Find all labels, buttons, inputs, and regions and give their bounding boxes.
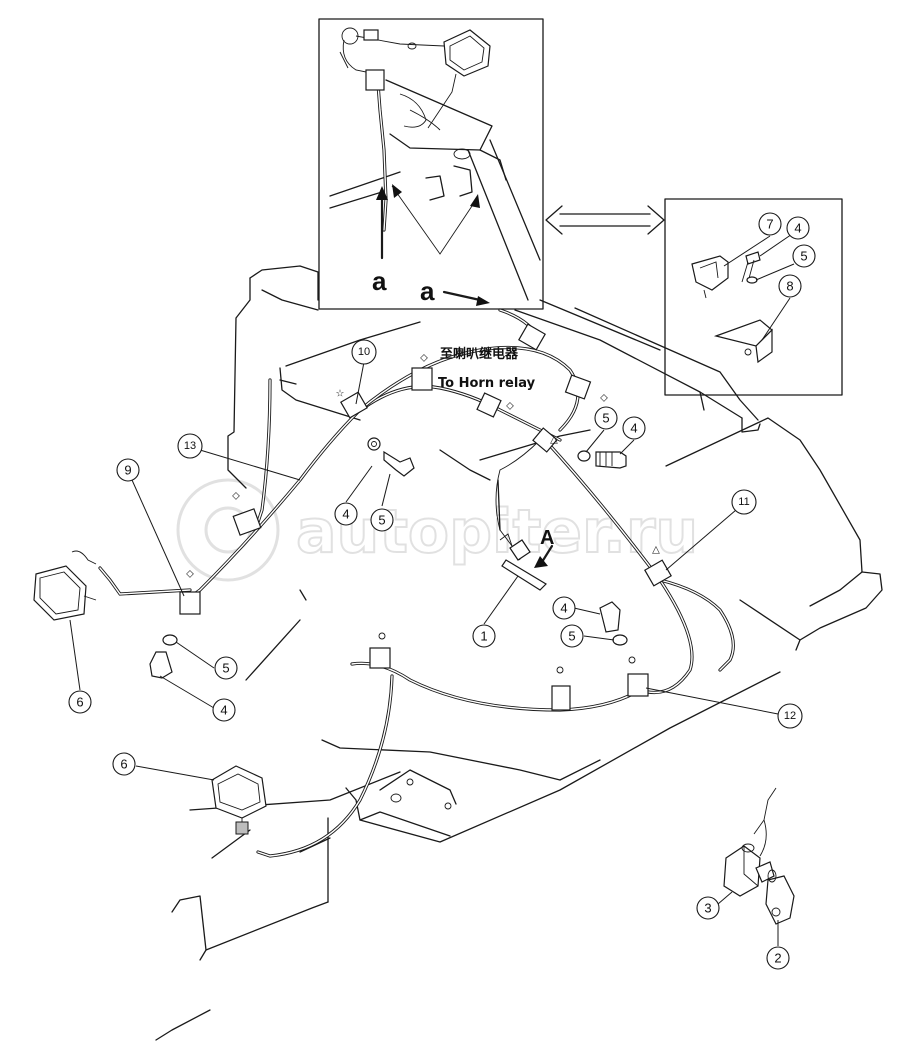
callout-5: 5 <box>370 508 394 532</box>
relay-assembly <box>723 787 795 925</box>
svg-text:2: 2 <box>774 951 781 966</box>
callout-9: 9 <box>116 458 140 482</box>
callout-4: 4 <box>622 416 646 440</box>
callout-1: 1 <box>472 624 496 648</box>
callout-10: 10 <box>351 339 377 365</box>
watermark: autopiter.ru <box>176 478 699 582</box>
svg-text:5: 5 <box>378 513 385 528</box>
clamp-12-left <box>369 647 391 669</box>
harness-symbols: ◇ ◇ ◇ ◇ ◇ △ △ ☆ <box>186 353 660 580</box>
svg-text:9: 9 <box>124 463 131 478</box>
machine-body <box>155 265 883 1041</box>
inset-frame-detail <box>664 198 843 396</box>
diamond-symbol: ◇ <box>186 569 194 580</box>
horn-relay-note-en: To Horn relay <box>438 376 536 391</box>
callout-5: 5 <box>594 406 618 430</box>
svg-text:3: 3 <box>704 901 711 916</box>
svg-text:4: 4 <box>560 601 567 616</box>
connector-top-4 <box>564 374 592 400</box>
svg-text:4: 4 <box>220 703 227 718</box>
connector-top-1 <box>411 367 433 391</box>
svg-text:8: 8 <box>786 279 793 294</box>
clamp-11 <box>644 559 672 587</box>
callouts: 1 2 3 4 4 4 4 4 5 5 5 5 5 6 6 7 8 9 10 1… <box>68 212 816 970</box>
svg-text:6: 6 <box>76 695 83 710</box>
connector-top-5 <box>532 427 558 453</box>
diamond-symbol: ◇ <box>506 401 514 412</box>
callout-8: 8 <box>778 274 802 298</box>
callout-5: 5 <box>214 656 238 680</box>
work-lamp-left <box>33 550 97 621</box>
bolts-washers <box>149 437 628 679</box>
view-A-label: A <box>540 527 554 549</box>
harness-clamps <box>179 323 672 711</box>
svg-text:5: 5 <box>568 629 575 644</box>
svg-text:12: 12 <box>784 710 796 722</box>
callout-5: 5 <box>560 624 584 648</box>
clamp-10 <box>340 391 368 419</box>
diamond-symbol: ◇ <box>600 393 608 404</box>
callout-2: 2 <box>766 946 790 970</box>
triangle-symbol: △ <box>550 435 558 446</box>
diamond-symbol: ◇ <box>232 491 240 502</box>
svg-text:11: 11 <box>738 496 749 508</box>
star-symbol: ☆ <box>336 389 345 400</box>
clamp-9-upper <box>232 508 262 536</box>
view-a-main-marker: a <box>420 276 490 306</box>
svg-text:10: 10 <box>358 346 370 358</box>
inset-view-a: a <box>318 18 544 310</box>
wiring-harness <box>98 308 735 858</box>
clamp-12-mid <box>551 685 571 711</box>
clamp-12-right <box>627 673 649 697</box>
callout-5: 5 <box>792 244 816 268</box>
callout-6: 6 <box>112 752 136 776</box>
callout-7: 7 <box>758 212 782 236</box>
callout-4: 4 <box>786 216 810 240</box>
watermark-text: autopiter.ru <box>296 497 698 567</box>
clamp-9 <box>179 591 201 615</box>
svg-text:13: 13 <box>184 440 196 452</box>
triangle-symbol: △ <box>652 545 660 556</box>
svg-text:5: 5 <box>800 249 807 264</box>
callout-6: 6 <box>68 690 92 714</box>
view-a-inset-label: a <box>372 266 387 296</box>
connector-top-3 <box>518 323 546 351</box>
svg-text:5: 5 <box>602 411 609 426</box>
svg-text:4: 4 <box>794 221 801 236</box>
callout-11: 11 <box>731 489 757 515</box>
view-a-main-label: a <box>420 276 435 306</box>
callout-4: 4 <box>552 596 576 620</box>
horn-relay-note-cn: 至喇叭继电器 <box>440 346 519 362</box>
connector-top-2 <box>476 392 502 418</box>
svg-text:4: 4 <box>342 507 349 522</box>
inset-frame-a <box>318 18 544 310</box>
double-arrow <box>545 205 665 235</box>
svg-text:1: 1 <box>480 629 487 644</box>
callout-12: 12 <box>777 703 803 729</box>
callout-4: 4 <box>334 502 358 526</box>
diamond-symbol: ◇ <box>420 353 428 364</box>
inset-detail-parts <box>664 198 843 396</box>
svg-text:6: 6 <box>120 757 127 772</box>
callout-13: 13 <box>177 433 203 459</box>
horn-relay-bracket: A <box>499 527 554 591</box>
callout-3: 3 <box>696 896 720 920</box>
callout-4: 4 <box>212 698 236 722</box>
svg-text:5: 5 <box>222 661 229 676</box>
svg-text:7: 7 <box>766 217 773 232</box>
work-lamp-lower <box>211 765 267 835</box>
svg-text:4: 4 <box>630 421 637 436</box>
